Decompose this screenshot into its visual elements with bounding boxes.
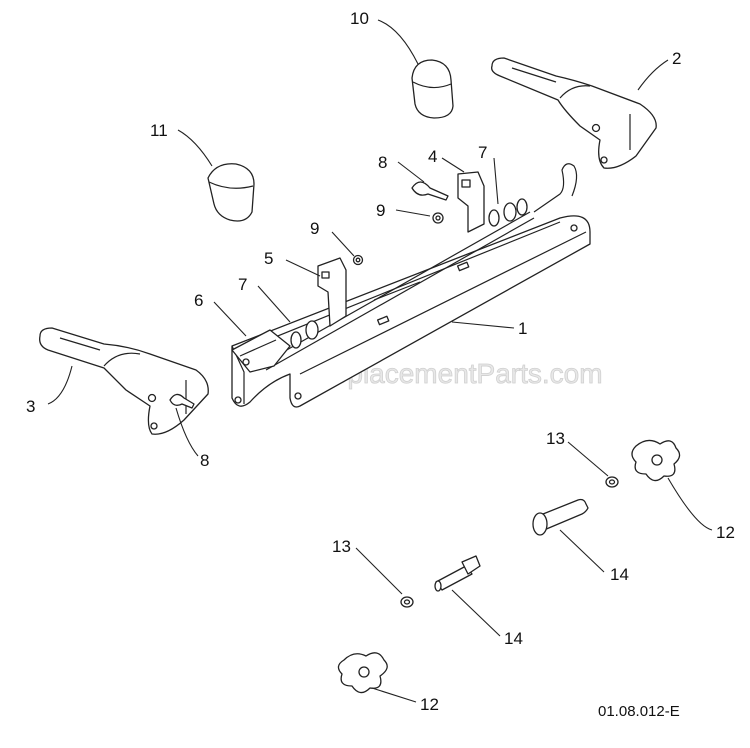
rod-assembly <box>261 163 578 371</box>
callout-2: 2 <box>672 49 681 68</box>
clip-part-8 <box>169 181 449 409</box>
callout-13-left: 13 <box>332 537 351 556</box>
knob-part-10 <box>411 59 454 119</box>
callout-1: 1 <box>518 319 527 338</box>
callout-7-lower: 7 <box>238 275 247 294</box>
callout-10: 10 <box>350 9 369 28</box>
pivot-bracket-part-6 <box>231 329 291 373</box>
star-knob-part-12 <box>337 439 681 694</box>
bolt-part-14 <box>434 498 589 592</box>
bushing-part-7 <box>290 209 500 349</box>
knob-part-11 <box>207 163 255 222</box>
leader-lines <box>47 19 713 703</box>
nut-part-9 <box>352 212 444 266</box>
callout-4: 4 <box>428 147 437 166</box>
drawing-code: 01.08.012-E <box>598 703 680 720</box>
callout-14-right: 14 <box>610 565 629 584</box>
bracket-part-5 <box>317 257 347 327</box>
handle-part-3 <box>39 327 209 435</box>
callout-12-right: 12 <box>716 523 735 542</box>
washer-part-13 <box>400 476 619 608</box>
callout-14-left: 14 <box>504 629 523 648</box>
callout-8-lower: 8 <box>200 451 209 470</box>
callout-11: 11 <box>150 121 168 140</box>
callout-9-upper: 9 <box>376 201 385 220</box>
handle-part-2 <box>491 57 657 169</box>
callout-9-lower: 9 <box>310 219 319 238</box>
bracket-part-4 <box>457 171 485 233</box>
callout-5: 5 <box>264 249 273 268</box>
callout-12-left: 12 <box>420 695 439 714</box>
callout-3: 3 <box>26 397 35 416</box>
callouts: 10 2 11 8 4 7 9 9 5 7 6 1 3 8 13 12 14 1… <box>26 9 735 714</box>
callout-8-upper: 8 <box>378 153 387 172</box>
callout-13-right: 13 <box>546 429 565 448</box>
callout-7-upper: 7 <box>478 143 487 162</box>
callout-6: 6 <box>194 291 203 310</box>
